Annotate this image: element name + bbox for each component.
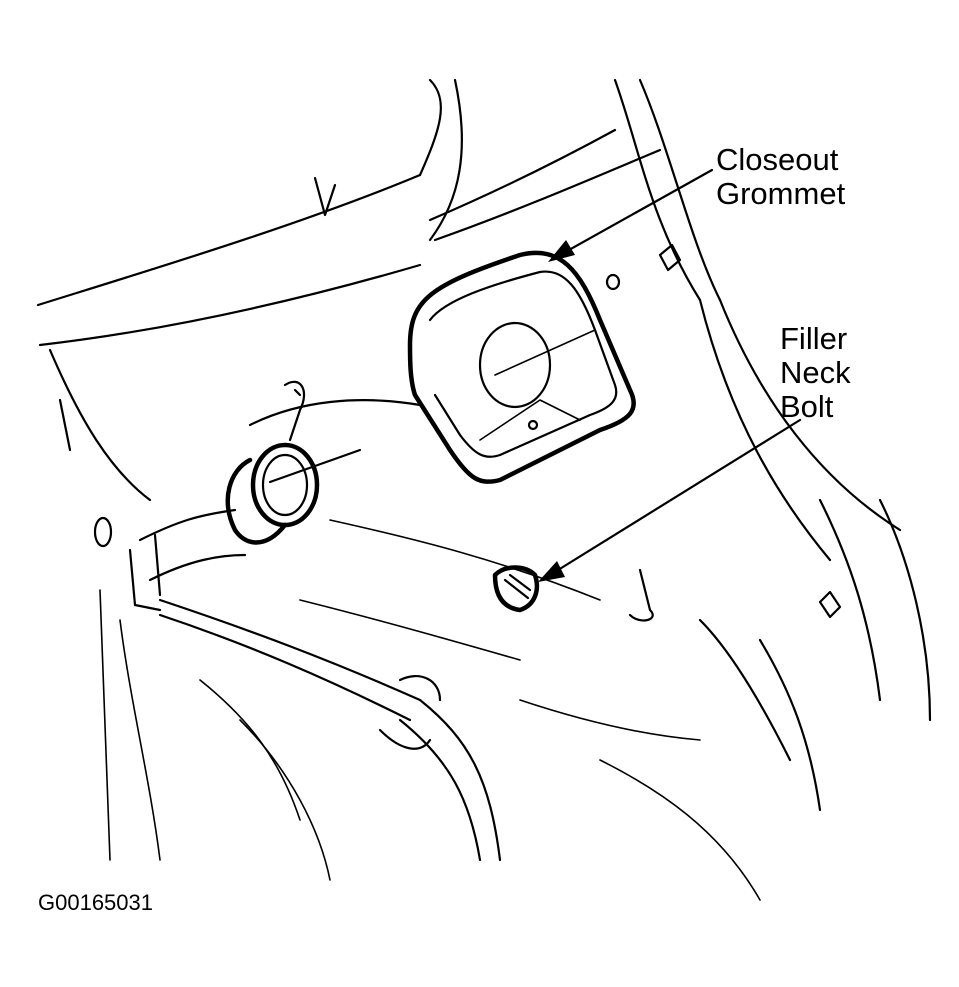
closeout-grommet-shape xyxy=(407,250,636,484)
label-line: Neck xyxy=(780,355,851,390)
label-line: Bolt xyxy=(780,389,834,424)
label-closeout-grommet: Closeout Grommet xyxy=(716,143,845,211)
label-line: Closeout xyxy=(716,142,839,177)
leader-filler-neck-bolt xyxy=(538,418,802,582)
fuel-hose-lines xyxy=(128,508,502,862)
label-line: Grommet xyxy=(716,176,846,211)
lower-body-contours xyxy=(99,498,932,901)
figure-id: G00165031 xyxy=(38,890,153,915)
filler-neck-bolt-shape xyxy=(492,565,540,613)
body-panel-lines xyxy=(36,78,902,562)
label-line: Filler xyxy=(780,321,848,356)
label-filler-neck-bolt: Filler Neck Bolt xyxy=(780,322,851,424)
body-detail-marks xyxy=(93,243,842,619)
leader-closeout-grommet xyxy=(548,168,714,262)
filler-neck-shape xyxy=(225,380,362,545)
